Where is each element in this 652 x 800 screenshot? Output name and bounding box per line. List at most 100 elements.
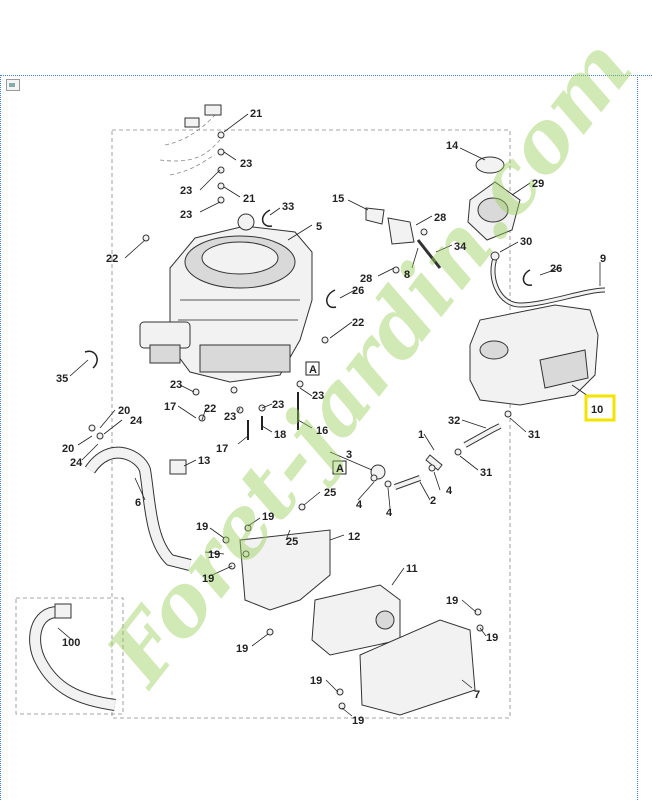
gasket-part [169, 459, 187, 475]
part-label-8: 8 [404, 269, 410, 281]
reference-box-a-2 [332, 460, 347, 475]
reference-box-a [305, 361, 320, 376]
part-label-19: 19 [196, 521, 208, 533]
reference-label-a: A [336, 463, 344, 475]
part-label-20: 20 [62, 443, 74, 455]
part-label-15: 15 [332, 193, 344, 205]
part-label-20: 20 [118, 405, 130, 417]
part-label-34: 34 [454, 241, 467, 253]
fuel-cap-part [475, 156, 505, 174]
highlight-box [584, 394, 616, 422]
part-label-19: 19 [202, 573, 214, 585]
part-label-22: 22 [352, 317, 364, 329]
clip-part [84, 350, 98, 369]
part-label-26: 26 [352, 285, 364, 297]
part-label-4: 4 [446, 485, 453, 497]
part-label-6: 6 [135, 497, 141, 509]
inset-gasket-part [54, 603, 72, 619]
part-label-24: 24 [70, 457, 83, 469]
pin-part [416, 239, 442, 269]
image-placeholder-icon [6, 79, 20, 91]
part-label-33: 33 [282, 201, 294, 213]
fuel-tank-part [469, 304, 599, 406]
content-frame-right [637, 75, 638, 800]
part-label-31: 31 [528, 429, 540, 441]
filler-neck-part [467, 181, 521, 241]
part-label-25: 25 [286, 536, 298, 548]
part-label-12: 12 [348, 531, 360, 543]
part-label-28: 28 [360, 273, 372, 285]
plug-part [365, 207, 385, 225]
part-label-100: 100 [62, 637, 80, 649]
heat-shield-part [359, 619, 476, 716]
hose-clip-part [490, 251, 500, 261]
part-label-22: 22 [204, 403, 216, 415]
part-label-29: 29 [532, 178, 544, 190]
part-label-21: 21 [250, 108, 262, 120]
part-label-23: 23 [170, 379, 182, 391]
part-label-19: 19 [208, 549, 220, 561]
part-label-23: 23 [312, 390, 324, 402]
part-label-19: 19 [310, 675, 322, 687]
part-label-4: 4 [356, 499, 363, 511]
part-label-14: 14 [446, 140, 459, 152]
part-label-26: 26 [550, 263, 562, 275]
assembly-frame [111, 129, 511, 719]
part-label-9: 9 [600, 253, 606, 265]
part-label-28: 28 [434, 212, 446, 224]
part-label-24: 24 [130, 415, 143, 427]
content-frame-left [0, 75, 1, 800]
washer-part [217, 166, 225, 174]
part-label-18: 18 [274, 429, 286, 441]
part-label-22: 22 [106, 253, 118, 265]
part-label-19: 19 [236, 643, 248, 655]
part-label-17: 17 [164, 401, 176, 413]
washer-part [217, 196, 225, 204]
part-label-19: 19 [352, 715, 364, 727]
connector-part [204, 104, 222, 116]
part-label-31: 31 [480, 467, 492, 479]
leader-lines [57, 113, 601, 717]
part-label-30: 30 [520, 236, 532, 248]
part-label-35: 35 [56, 373, 68, 385]
part-label-1: 1 [418, 429, 424, 441]
engine-part [139, 213, 313, 383]
part-label-21: 21 [243, 193, 255, 205]
part-label-11: 11 [406, 563, 418, 575]
fitting-part-2 [425, 454, 443, 471]
reference-label-a: A [309, 364, 317, 376]
part-label-16: 16 [316, 425, 328, 437]
part-label-23: 23 [224, 411, 236, 423]
part-label-2: 2 [430, 495, 436, 507]
washer-part [217, 131, 225, 139]
part-label-4: 4 [386, 507, 393, 519]
part-label-10: 10 [591, 404, 603, 416]
part-label-17: 17 [216, 443, 228, 455]
connector-part-2 [184, 117, 200, 128]
clip-part [261, 209, 273, 227]
part-label-19: 19 [486, 632, 498, 644]
part-label-32: 32 [448, 415, 460, 427]
muffler-part [311, 584, 401, 656]
part-label-5: 5 [316, 221, 322, 233]
part-label-25: 25 [324, 487, 336, 499]
part-label-23: 23 [180, 185, 192, 197]
part-label-19: 19 [446, 595, 458, 607]
part-label-7: 7 [474, 689, 480, 701]
part-label-13: 13 [198, 455, 210, 467]
inset-frame [15, 597, 124, 715]
fastener-set [88, 228, 512, 710]
part-label-19: 19 [262, 511, 274, 523]
part-label-23: 23 [272, 399, 284, 411]
wiring-harness [159, 114, 221, 176]
washer-part [217, 148, 225, 156]
part-label-23: 23 [240, 158, 252, 170]
part-label-3: 3 [346, 449, 352, 461]
clip-part [522, 269, 533, 286]
clip-part [326, 289, 337, 309]
content-frame-top [0, 75, 652, 76]
valve-part [387, 217, 415, 245]
part-label-23: 23 [180, 209, 192, 221]
washer-part [217, 182, 225, 190]
